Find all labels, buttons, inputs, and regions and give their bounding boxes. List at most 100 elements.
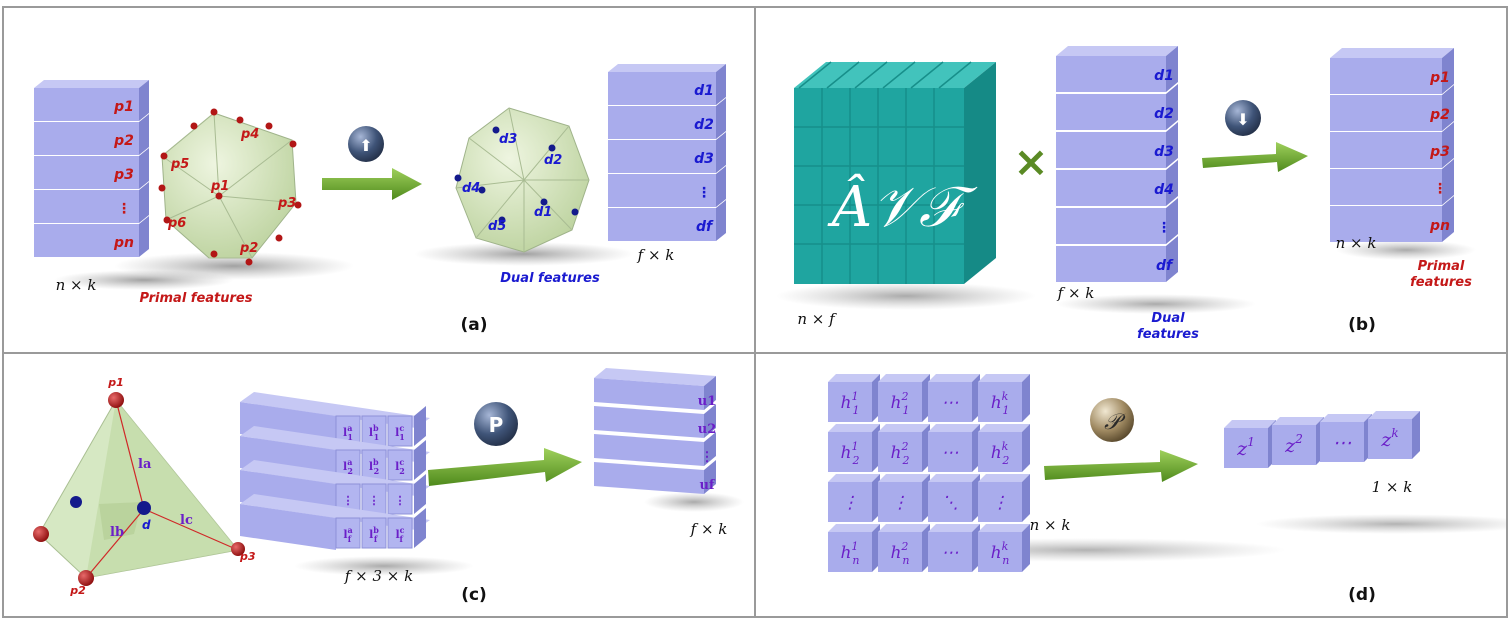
stack-row (34, 216, 149, 257)
dual-row-label: d2 (694, 117, 714, 133)
edge-feature-cell: ⋮ (369, 494, 380, 507)
dual-polyhedron: d3 d2 d4 d1 d5 (454, 107, 590, 253)
panel-a-canvas: p1 p2 p3 ⋮ pn n × k Primal features (34, 64, 726, 335)
primal-dim-label: n × k (1336, 234, 1377, 252)
primal-row-label: p1 (1429, 70, 1450, 86)
vertex-label: p1 (210, 179, 229, 194)
dual-row-label: ⋮ (697, 185, 711, 201)
matrix-symbol: Â𝒱ℱ (827, 174, 978, 240)
grid-cell: ⋮ (978, 474, 1030, 522)
tet-vertex-label: p1 (107, 376, 124, 389)
transform-arrow (1202, 142, 1308, 172)
transform-arrow (322, 168, 422, 200)
adjacency-matrix-block: Â𝒱ℱ (794, 61, 996, 284)
multiply-icon: × (1013, 137, 1048, 186)
dual-row-label: d4 (1154, 182, 1174, 198)
transform-arrow (428, 448, 582, 486)
dual-features-label: Dual (1151, 311, 1185, 326)
vertex-label: p5 (170, 157, 189, 172)
transform-arrow (1044, 450, 1198, 482)
grid-cell: ⋮ (878, 474, 930, 522)
dual-row-label: df (1156, 258, 1174, 274)
primal-features-label: Primal features (140, 291, 253, 306)
primal-features-label: Primal (1418, 259, 1465, 274)
edge-feature-cell: ⋮ (343, 494, 354, 507)
stack-row (34, 182, 149, 223)
panel-caption: (b) (1348, 315, 1376, 335)
stack-row (34, 148, 149, 189)
output-feature-stack: u1 u2 ⋮ uf (594, 368, 716, 494)
dual-features-label: Dual features (500, 271, 600, 286)
svg-text:⋯: ⋯ (942, 443, 959, 463)
tet-vertex-label: p3 (239, 550, 256, 563)
grid-cell: ⋯ (928, 524, 980, 572)
primal-dim-label: n × k (56, 276, 97, 294)
panel-caption: (c) (461, 585, 487, 605)
dual-features-label: features (1137, 327, 1199, 342)
grid-cell: ⋱ (928, 474, 980, 522)
primal-row-label: pn (1429, 218, 1450, 234)
vertex-label: p4 (240, 127, 259, 142)
panel-b: Â𝒱ℱ n × f × d1 d2 d3 d4 ⋮ df f × k (754, 6, 1508, 354)
dual-row-label: ⋮ (1157, 220, 1171, 236)
tet-edge-label: la (138, 457, 152, 472)
down-arrow-icon: ⬇ (1236, 110, 1249, 129)
dual-row-label: d1 (694, 83, 714, 99)
dual-row-label: d3 (1154, 144, 1174, 160)
output-cell: zk (1368, 411, 1420, 459)
svg-text:⋮: ⋮ (992, 493, 1009, 513)
upsample-badge (348, 126, 384, 162)
svg-text:hkn: hkn (991, 540, 1010, 567)
grid-dim-label: n × k (1030, 516, 1071, 534)
svg-text:h12: h12 (841, 440, 860, 467)
tet-center-label: d (142, 518, 151, 532)
pooling-icon: P (489, 413, 504, 437)
dual-row-label: df (696, 219, 714, 235)
tetrahedron: p1 p2 p3 la lb lc d (33, 376, 256, 597)
grid-cell: ⋯ (928, 424, 980, 472)
face-label: d4 (462, 181, 480, 196)
primal-row-label: ⋮ (1433, 181, 1447, 197)
primal-feature-stack: p1 p2 p3 ⋮ pn (34, 80, 149, 257)
dual-feature-stack: d1 d2 d3 d4 ⋮ df (1056, 46, 1178, 282)
svg-text:hk2: hk2 (991, 440, 1010, 467)
svg-text:⋮: ⋮ (892, 493, 909, 513)
output-cell: z2 (1272, 417, 1324, 465)
primal-polyhedron: p4 p5 p1 p3 p6 p2 (158, 108, 302, 266)
svg-text:⋮: ⋮ (842, 493, 859, 513)
dual-row-label: d3 (694, 151, 714, 167)
output-row-label: uf (699, 478, 715, 493)
face-label: d2 (544, 153, 562, 168)
vertex-label: p6 (167, 216, 186, 231)
dual-row-label: d1 (1154, 68, 1174, 84)
output-dim-label: f × k (690, 520, 728, 538)
primal-row-label: p3 (113, 167, 134, 183)
dual-row-label: d2 (1154, 106, 1174, 122)
stack-row (34, 114, 149, 155)
dual-dim-label: f × k (637, 246, 675, 264)
svg-text:⋯: ⋯ (942, 543, 959, 563)
edge-feature-cell: ⋮ (395, 494, 406, 507)
